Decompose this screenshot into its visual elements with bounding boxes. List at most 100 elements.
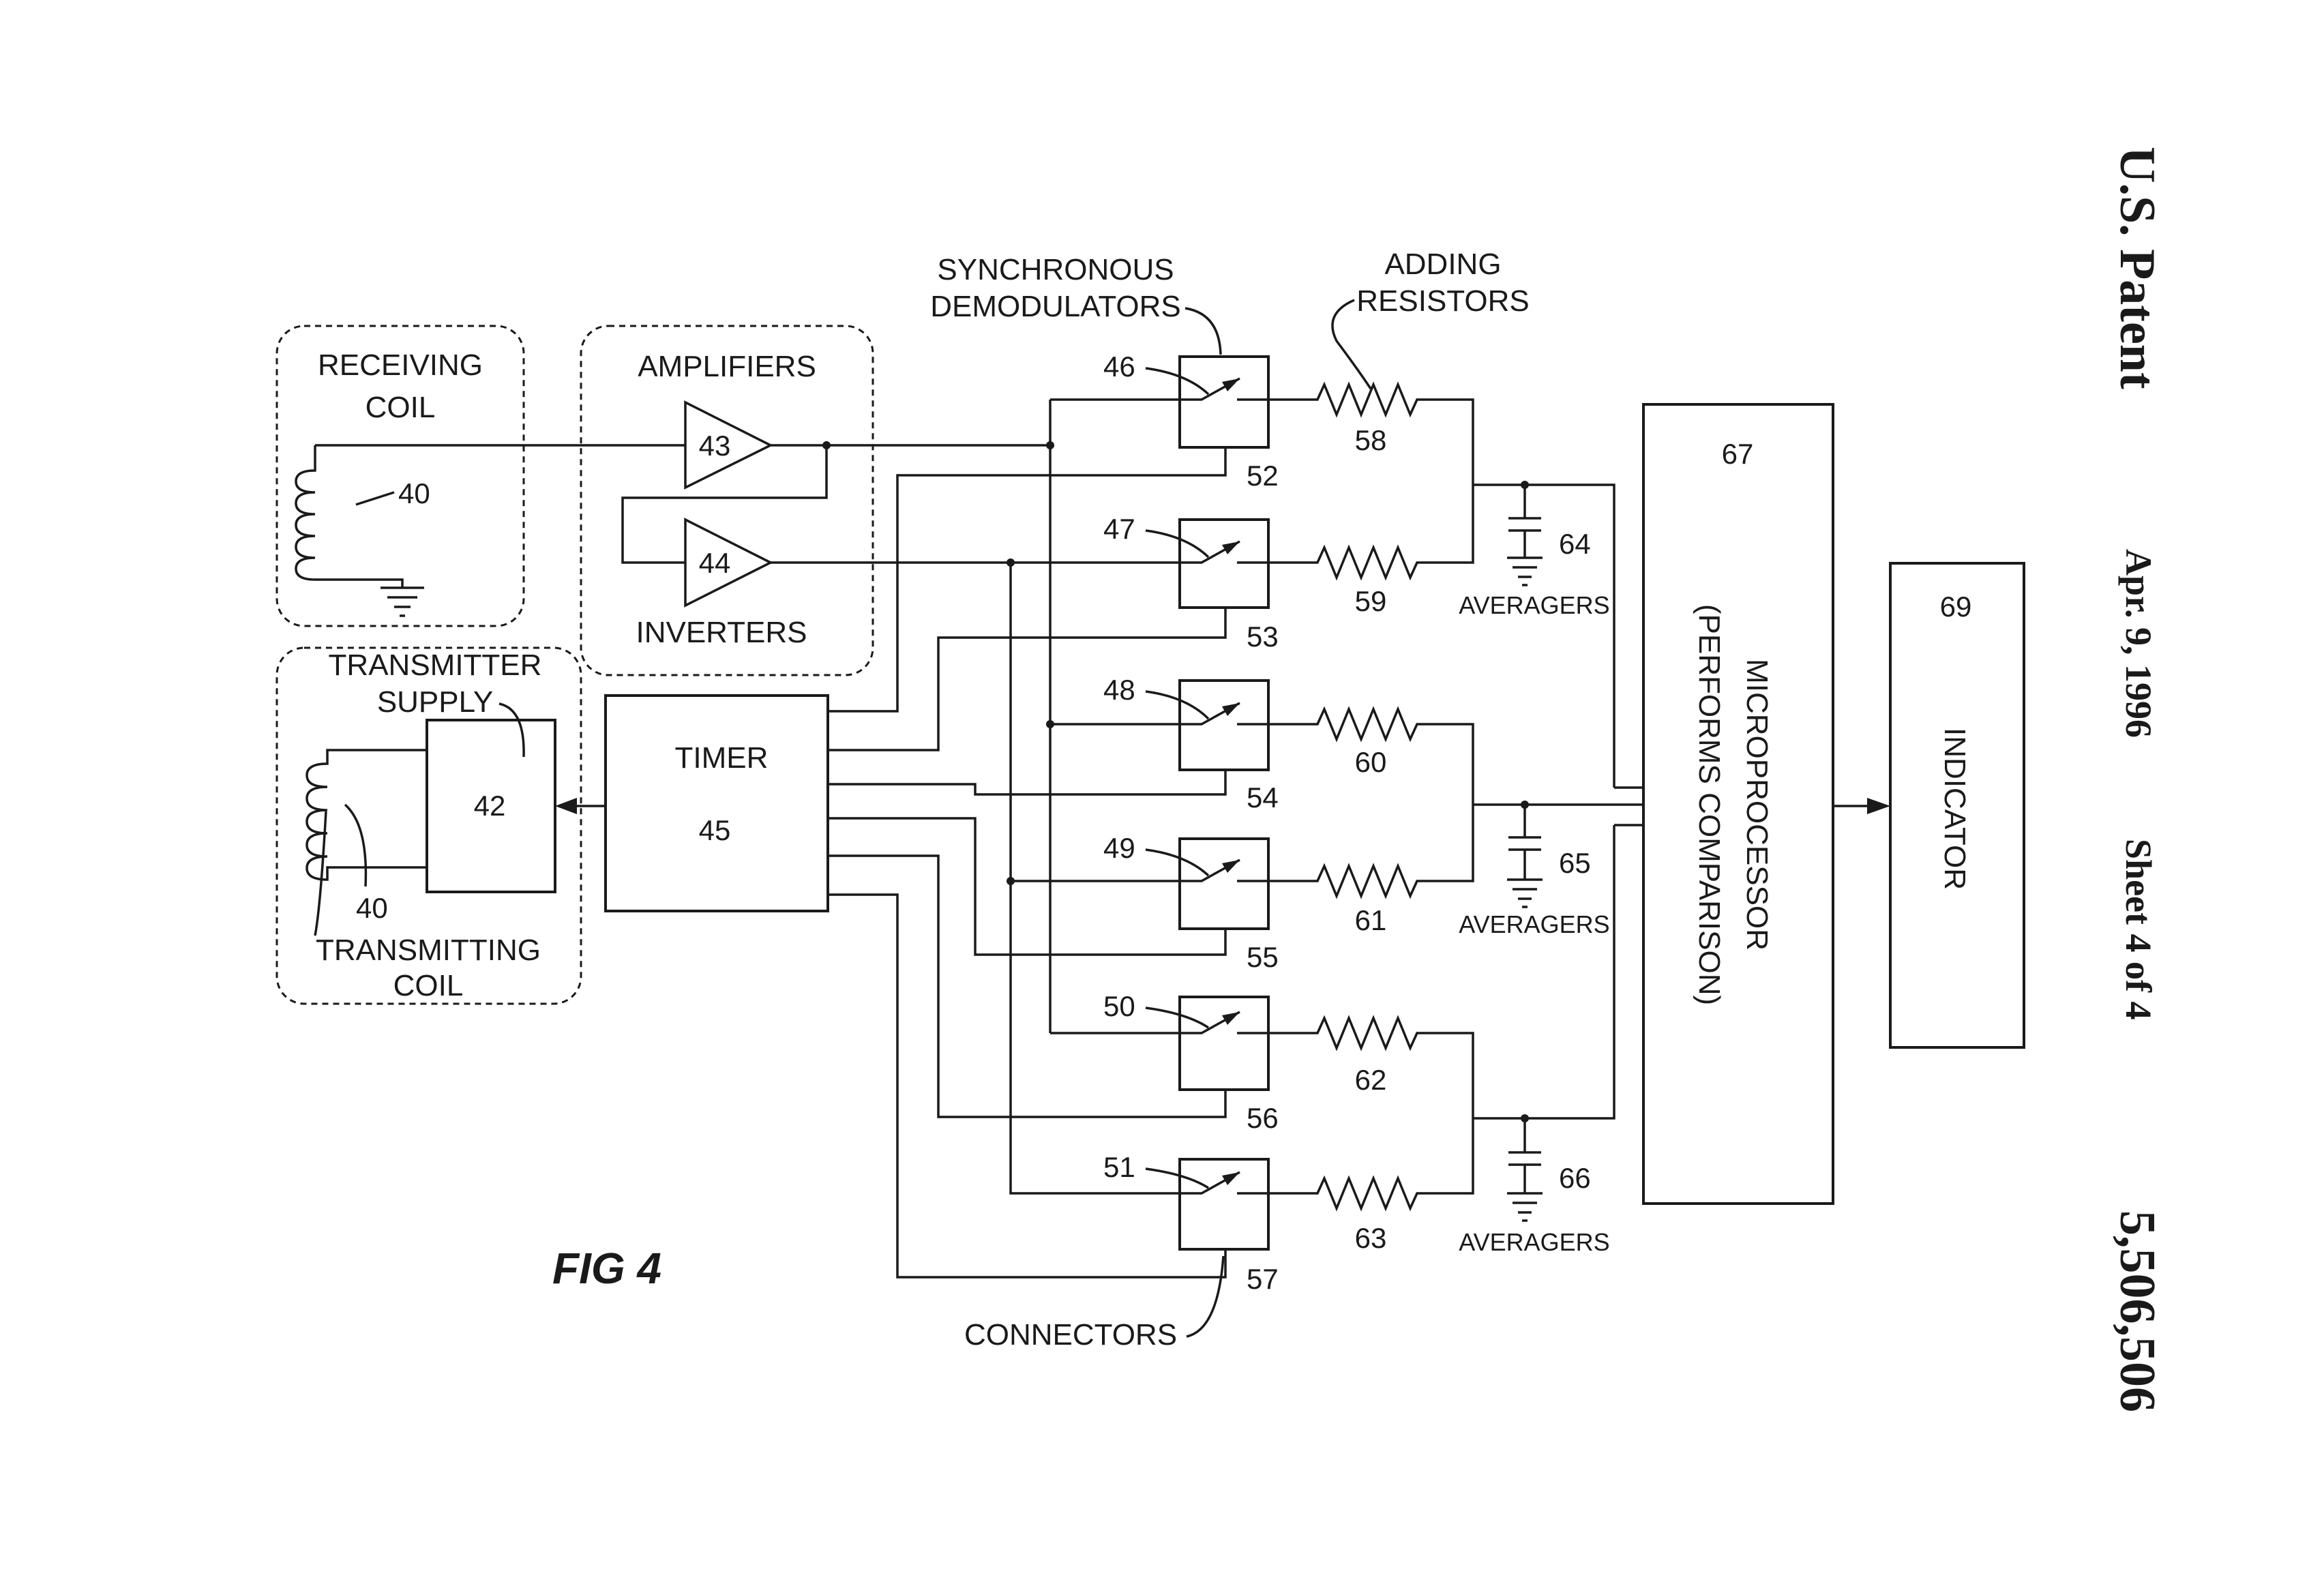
connector-ref: 52: [1247, 460, 1279, 492]
inverters-label: INVERTERS: [636, 616, 807, 649]
demodulator-switch: [1178, 1158, 1270, 1251]
receiving-coil-leader: [355, 491, 395, 506]
patent-header: U.S. Patent Apr. 9, 1996 Sheet 4 of 4 5,…: [2109, 147, 2165, 1412]
header-sheet: Sheet 4 of 4: [2118, 839, 2159, 1019]
timer-block: TIMER 45: [555, 694, 829, 912]
amplifiers-group: AMPLIFIERS INVERTERS 43 44: [580, 325, 874, 676]
transmitting-coil-label-line1: TRANSMITTING: [316, 934, 541, 967]
header-patent-number: 5,506,506: [2109, 1210, 2165, 1412]
averagers-label: AVERAGERS: [1459, 591, 1609, 619]
averager-ref: 64: [1559, 528, 1591, 560]
averager-capacitor: [1473, 825, 1615, 1222]
receiving-coil-label-line1: RECEIVING: [318, 348, 483, 382]
resistor-symbol: [1268, 381, 1474, 485]
inverter-ref: 44: [699, 547, 731, 579]
timer-label: TIMER: [675, 741, 769, 775]
demodulator-ref: 47: [1103, 513, 1135, 545]
figure-label: FIG 4: [552, 1244, 661, 1293]
demodulator-switch: [1178, 355, 1270, 449]
connector-ref: 56: [1247, 1102, 1279, 1134]
microprocessor-ref: 67: [1722, 438, 1754, 470]
connector-ref: 54: [1247, 781, 1279, 814]
demodulator-switch: [1178, 996, 1270, 1091]
demodulator-switch: [1178, 679, 1270, 771]
transmitter-supply-label-line2: SUPPLY: [377, 685, 493, 719]
timer-ref: 45: [699, 814, 731, 846]
demodulator-switch: [1178, 837, 1270, 930]
resistor-symbol: [1268, 485, 1474, 581]
inverted-signal-bus: [771, 561, 1180, 1195]
resistor-symbol: [1268, 706, 1474, 805]
indicator-label: INDICATOR: [1938, 728, 1971, 890]
resistor-symbol: [1268, 1015, 1474, 1118]
resistor-ref: 63: [1355, 1222, 1387, 1254]
indicator-ref: 69: [1940, 591, 1972, 623]
header-patent-title: U.S. Patent: [2109, 147, 2165, 389]
demodulator-ref: 46: [1103, 350, 1135, 383]
averager-capacitor: [1473, 481, 1615, 788]
transmitter-supply-leader: [498, 702, 525, 758]
resistor-symbol: [1268, 1118, 1474, 1212]
demodulator-ref: 51: [1103, 1151, 1135, 1183]
micro-to-indicator-arrow: [1867, 798, 1890, 814]
resistor-ref: 62: [1355, 1064, 1387, 1096]
connectors-label: CONNECTORS: [964, 1318, 1177, 1352]
averagers-group: 64 65 66 AVERAGERS AVERAGERS AVERAGERS: [1459, 481, 1643, 1256]
amplifier-triangle: [684, 400, 773, 490]
receiving-coil-group: RECEIVING COIL 40: [275, 325, 685, 627]
averagers-label: AVERAGERS: [1459, 1228, 1609, 1256]
resistors-group: ADDING RESISTORS 58 59 60 61 62 63: [1268, 248, 1530, 1254]
header-date: Apr. 9, 1996: [2118, 549, 2159, 738]
timer-to-supply-arrow: [555, 798, 577, 814]
transmitting-coil-symbol: [306, 749, 427, 881]
averager-ref: 65: [1559, 847, 1591, 879]
adding-resistors-label-line1: ADDING: [1384, 248, 1501, 281]
resistor-ref: 59: [1355, 585, 1387, 617]
transmitting-coil-ref: 40: [356, 892, 388, 924]
transmitter-supply-ref: 42: [474, 790, 506, 822]
microprocessor-block: 67 MICROPROCESSOR (PERFORMS COMPARISON): [1642, 403, 1890, 1205]
demodulator-ref: 49: [1103, 832, 1135, 864]
averager-to-micro-wires: [1614, 786, 1643, 826]
microprocessor-label-line2: (PERFORMS COMPARISON): [1693, 604, 1726, 1005]
resistor-ref: 58: [1355, 424, 1387, 456]
demodulators-leader: [1185, 307, 1222, 355]
amplifiers-boundary: [580, 325, 874, 676]
connector-ref: 57: [1247, 1263, 1279, 1295]
demodulator-ref: 50: [1103, 990, 1135, 1022]
averager-ref: 66: [1559, 1162, 1591, 1194]
indicator-box: [1889, 562, 2025, 1049]
averager-capacitor: [1473, 801, 1643, 908]
resistor-ref: 61: [1355, 904, 1387, 936]
transmitting-coil-leader-2: [314, 811, 327, 936]
adding-resistors-leader: [1331, 299, 1372, 389]
transmitting-coil-label-line2: COIL: [393, 969, 464, 1002]
receiving-coil-ref: 40: [398, 477, 430, 509]
amp-to-inverter-wire: [621, 445, 828, 564]
amplifiers-label: AMPLIFIERS: [638, 350, 816, 383]
transmitter-boundary: [275, 646, 582, 1005]
indicator-block: 69 INDICATOR: [1889, 562, 2025, 1049]
transmitting-coil-leader: [344, 803, 368, 887]
amplified-signal-bus: [771, 398, 1180, 1034]
synchronous-label-line1: SYNCHRONOUS: [937, 253, 1174, 286]
microprocessor-box: [1642, 403, 1834, 1205]
averagers-label: AVERAGERS: [1459, 910, 1609, 938]
timer-control-lines: [828, 447, 1227, 1279]
demodulators-group: SYNCHRONOUS DEMODULATORS: [930, 253, 1278, 1352]
resistor-ref: 60: [1355, 746, 1387, 778]
ground-icon: [381, 586, 424, 617]
receiving-coil-lead-bottom: [315, 578, 404, 588]
microprocessor-label-line1: MICROPROCESSOR: [1740, 659, 1774, 951]
transmitter-group: TRANSMITTER SUPPLY 42 40 TRANSMITTING CO…: [275, 646, 582, 1005]
transmitter-supply-label-line1: TRANSMITTER: [329, 648, 542, 682]
receiving-coil-symbol: [295, 445, 316, 581]
resistor-symbol: [1268, 805, 1474, 899]
receiving-coil-label-line2: COIL: [366, 391, 436, 424]
demodulator-switch: [1178, 518, 1270, 609]
connectors-leader: [1186, 1255, 1225, 1338]
adding-resistors-label-line2: RESISTORS: [1356, 284, 1529, 318]
connector-ref: 53: [1247, 621, 1279, 653]
connector-ref: 55: [1247, 941, 1279, 973]
